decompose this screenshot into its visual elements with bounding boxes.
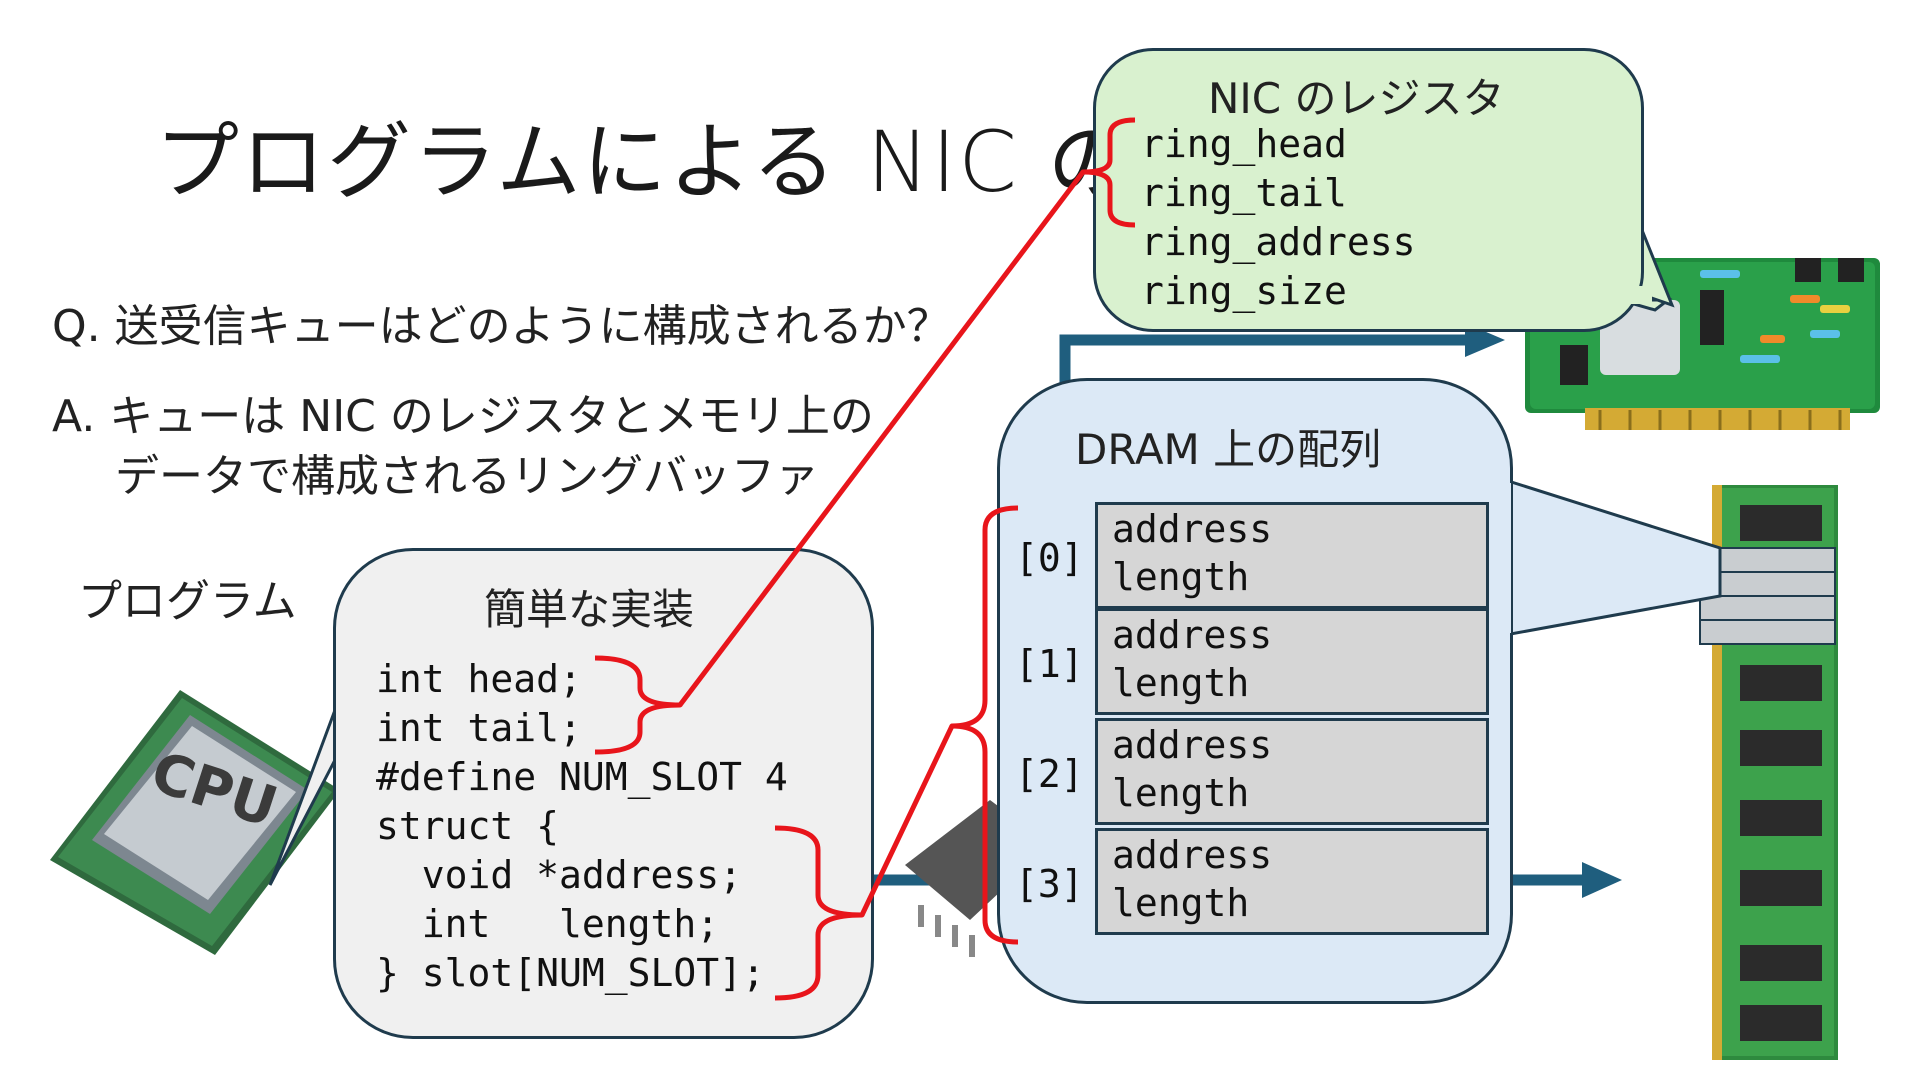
memory-zoom-rows bbox=[1699, 547, 1836, 645]
question-text: Q. 送受信キューはどのように構成されるか？ bbox=[52, 301, 951, 352]
connector-head-tail-to-registers bbox=[678, 170, 1085, 707]
register-ring-head: ring_head bbox=[1141, 122, 1347, 166]
code-line: int head; bbox=[376, 657, 582, 701]
array-slot: address length bbox=[1095, 828, 1489, 935]
slot-address: address bbox=[1112, 723, 1273, 767]
register-list: ring_head ring_tail ring_address ring_si… bbox=[1141, 120, 1416, 316]
slot-address: address bbox=[1112, 613, 1273, 657]
connector-struct-to-array bbox=[859, 724, 955, 917]
code-line: int tail; bbox=[376, 706, 582, 750]
slide-title: プログラムによる NIC の bbox=[155, 113, 1134, 211]
slot-length: length bbox=[1112, 881, 1250, 925]
register-ring-tail: ring_tail bbox=[1141, 171, 1347, 215]
slot-address: address bbox=[1112, 833, 1273, 877]
array-slot: address length bbox=[1095, 502, 1489, 609]
slot-length: length bbox=[1112, 555, 1250, 599]
slot-address: address bbox=[1112, 507, 1273, 551]
code-block: int head; int tail; #define NUM_SLOT 4 s… bbox=[376, 655, 788, 998]
dram-tail-seam bbox=[1495, 483, 1511, 633]
code-line: } slot[NUM_SLOT]; bbox=[376, 951, 765, 995]
bracket-registers bbox=[1080, 117, 1136, 228]
slot-length: length bbox=[1112, 661, 1250, 705]
register-ring-address: ring_address bbox=[1141, 220, 1416, 264]
nic-callout-title: NIC のレジスタ bbox=[1208, 74, 1505, 123]
code-line: void *address; bbox=[376, 853, 743, 897]
slot-index: [3] bbox=[1015, 862, 1084, 906]
cpu-illustration: CPU bbox=[50, 690, 340, 955]
bracket-array bbox=[949, 505, 1019, 945]
array-slot: address length bbox=[1095, 608, 1489, 715]
impl-callout: 簡単な実装 int head; int tail; #define NUM_SL… bbox=[333, 548, 874, 1039]
register-ring-size: ring_size bbox=[1141, 269, 1347, 313]
bracket-head-tail bbox=[594, 655, 683, 755]
nic-tail-seam bbox=[1622, 286, 1652, 304]
code-line: int length; bbox=[376, 902, 720, 946]
memory-module-illustration bbox=[1699, 485, 1838, 1060]
array-slot: address length bbox=[1095, 718, 1489, 825]
slot-index: [0] bbox=[1015, 536, 1084, 580]
code-line: struct { bbox=[376, 804, 560, 848]
impl-callout-title: 簡単な実装 bbox=[484, 585, 695, 634]
answer-line-2: データで構成されるリングバッファ bbox=[115, 451, 819, 502]
slot-index: [2] bbox=[1015, 752, 1084, 796]
slot-length: length bbox=[1112, 771, 1250, 815]
program-label: プログラム bbox=[78, 576, 297, 627]
answer-line-1: A. キューは NIC のレジスタとメモリ上の bbox=[52, 391, 874, 442]
nic-register-callout: NIC のレジスタ ring_head ring_tail ring_addre… bbox=[1093, 48, 1644, 332]
bracket-struct bbox=[774, 825, 865, 1001]
dram-callout-title: DRAM 上の配列 bbox=[1075, 425, 1382, 474]
slot-index: [1] bbox=[1015, 642, 1084, 686]
code-line: #define NUM_SLOT 4 bbox=[376, 755, 788, 799]
